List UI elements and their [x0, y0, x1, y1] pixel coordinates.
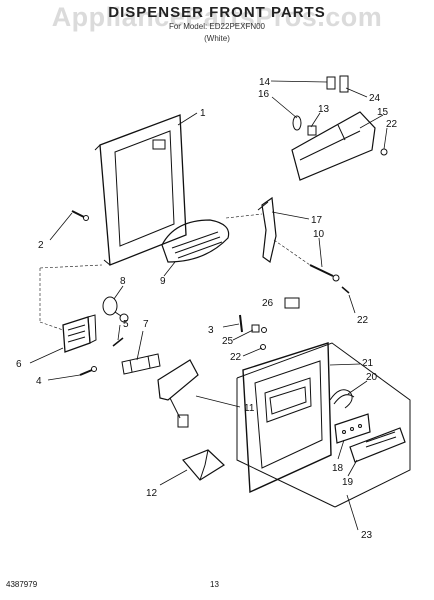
- dashed-guides: [39, 213, 311, 331]
- callout-4: 4: [36, 376, 42, 387]
- callout-13: 13: [318, 104, 330, 115]
- callout-9: 9: [160, 276, 166, 287]
- callout-1: 1: [200, 108, 206, 119]
- doc-number: 4387979: [6, 580, 38, 589]
- callout-7: 7: [143, 319, 149, 330]
- callout-3: 3: [208, 325, 214, 336]
- part-1-housing: [94, 114, 187, 266]
- callout-14: 14: [259, 77, 271, 88]
- callout-26: 26: [262, 298, 274, 309]
- callout-6: 6: [16, 359, 22, 370]
- part-8-spring: [102, 296, 129, 323]
- page-number: 13: [210, 580, 219, 589]
- callout-17: 17: [311, 215, 323, 226]
- callout-21: 21: [362, 358, 374, 369]
- model-subtitle: For Model: ED22PEXFN00: [168, 22, 266, 31]
- part-10-arm: [309, 264, 350, 294]
- color-note: (White): [204, 34, 230, 43]
- part-19-membrane: [349, 427, 406, 463]
- callout-16: 16: [258, 89, 270, 100]
- callout-labels: 1 2 3 4 5 6 7 8 9 10 11 12 13 14 15 16 1…: [16, 77, 398, 541]
- page-title: DISPENSER FRONT PARTS: [108, 4, 326, 21]
- part-23-outline: [236, 342, 411, 508]
- callout-2: 2: [38, 240, 44, 251]
- part-7-bracket: [121, 353, 161, 375]
- callout-22a: 22: [386, 119, 398, 130]
- part-5-pin: [112, 337, 124, 347]
- part-21-front-panel: [242, 342, 332, 494]
- part-9-drip-tray: [161, 219, 230, 263]
- callout-22c: 22: [230, 352, 242, 363]
- callout-12: 12: [146, 488, 158, 499]
- watermark: AppliancePartsPros.com: [51, 2, 383, 32]
- callout-20: 20: [366, 372, 378, 383]
- part-18-control-board: [334, 413, 371, 444]
- part-12-chute: [182, 449, 225, 481]
- part-11-actuator: [157, 359, 199, 428]
- part-17-lever: [257, 196, 277, 264]
- callout-18: 18: [332, 463, 344, 474]
- callout-19: 19: [342, 477, 354, 488]
- callout-24: 24: [369, 93, 381, 104]
- callout-15: 15: [377, 107, 389, 118]
- callout-22b: 22: [357, 315, 369, 326]
- part-4-screw: [79, 366, 97, 376]
- callout-23: 23: [361, 530, 373, 541]
- callout-10: 10: [313, 229, 325, 240]
- part-2-screw: [71, 210, 89, 221]
- callout-25: 25: [222, 336, 234, 347]
- callout-8: 8: [120, 276, 126, 287]
- parts-upper-right: [291, 75, 388, 181]
- callout-11: 11: [244, 403, 255, 414]
- part-20-harness: [329, 389, 355, 409]
- part-6-switch-box: [62, 314, 97, 353]
- leader-lines: [29, 80, 388, 531]
- callout-5: 5: [123, 319, 129, 330]
